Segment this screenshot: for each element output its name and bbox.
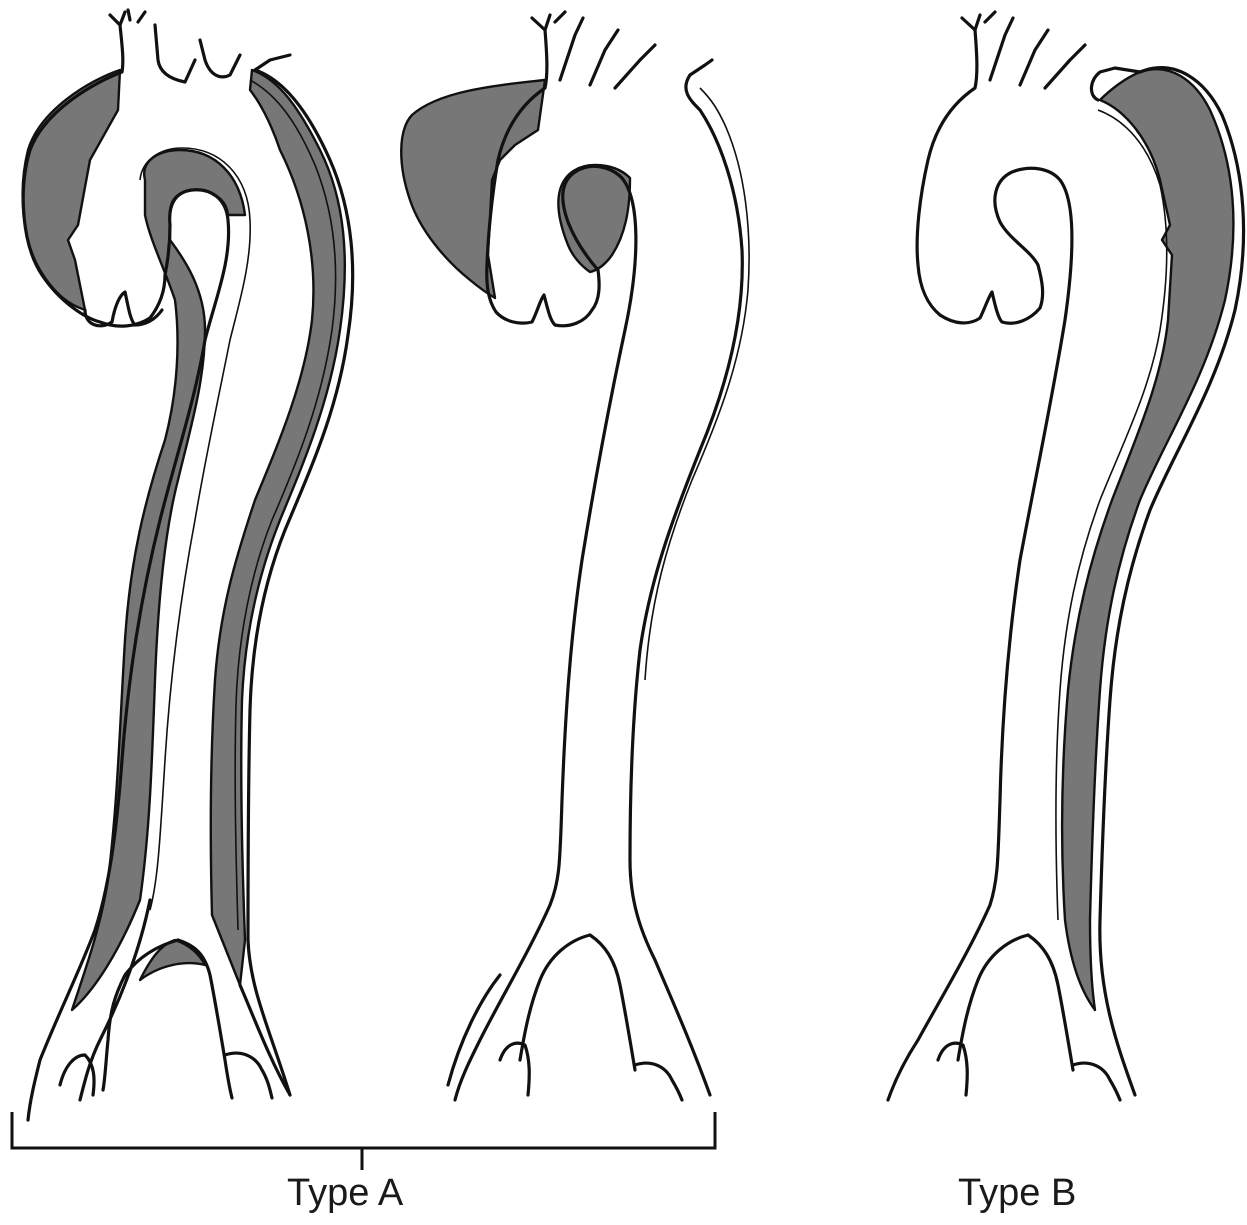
aorta-type-b: [888, 12, 1244, 1100]
type-b-label: Type B: [958, 1172, 1076, 1215]
aorta-inner-wall-2: [645, 88, 749, 680]
aorta-type-a-limited: [401, 12, 749, 1100]
false-lumen-descending-3: [1062, 69, 1233, 1010]
head-vessels-2: [532, 12, 712, 88]
type-a-bracket: [12, 1112, 715, 1170]
aorta-outer-wall-3: [888, 30, 1072, 1100]
false-lumen-arch-2: [558, 165, 630, 272]
iliac-bifurcation-3: [938, 935, 1120, 1100]
aorta-type-a-extensive: [23, 10, 353, 1120]
false-lumen-ascending: [23, 70, 120, 310]
false-lumen-bifurcation: [140, 940, 205, 980]
head-vessels: [110, 10, 290, 82]
false-lumen-ascending-2: [401, 80, 545, 298]
aorta-outer-wall-right-2: [630, 75, 742, 1095]
iliac-bifurcation-2: [448, 935, 682, 1100]
type-a-label: Type A: [287, 1172, 403, 1215]
